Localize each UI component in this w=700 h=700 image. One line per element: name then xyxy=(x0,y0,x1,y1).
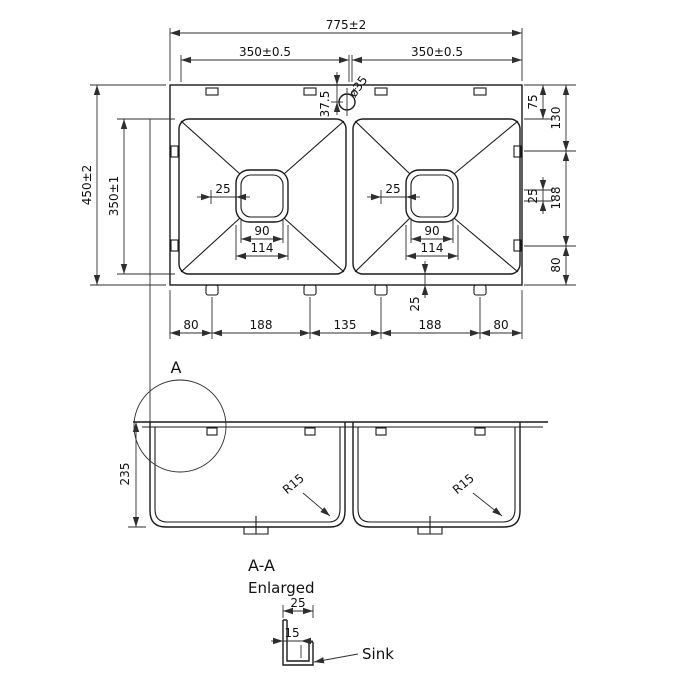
dim-bottom-rim-25: 25 xyxy=(408,261,429,312)
dim-bowl-right-25-label: 25 xyxy=(385,182,400,196)
detail-subtitle: Enlarged xyxy=(248,579,315,597)
dim-right-25-label: 25 xyxy=(526,188,540,203)
dim-bottom-135-label: 135 xyxy=(334,318,357,332)
dim-bottom-row: 80 188 135 188 80 xyxy=(169,290,523,339)
mounting-clips-right-edge xyxy=(513,145,522,252)
section-bowl-right-inner xyxy=(357,427,516,523)
sink-callout: Sink xyxy=(313,645,394,664)
rim-profile-outer xyxy=(282,620,314,666)
dim-bowl-depth-label: 350±1 xyxy=(107,176,121,217)
dim-bottom-80-right-label: 80 xyxy=(493,318,508,332)
radius-right-label: R15 xyxy=(450,471,477,497)
dim-flange-label: 25 xyxy=(290,596,305,610)
dim-bowl-widths: 350±0.5 350±0.5 xyxy=(180,45,522,82)
dim-overall-depth: 450±2 xyxy=(80,84,166,286)
dim-right-side: 75 130 188 25 80 xyxy=(524,84,576,286)
section-bowl-right-outer xyxy=(352,422,521,528)
section-bowl-left-outer xyxy=(149,422,346,528)
rim-profile-inner xyxy=(286,620,310,662)
dim-drain-left: 90 114 xyxy=(235,220,289,260)
detail-view: A-A Enlarged 25 15 Sink xyxy=(248,556,394,666)
top-view: 775±2 350±0.5 350±0.5 450±2 350±1 xyxy=(80,18,576,339)
dim-overall-width: 775±2 xyxy=(169,18,523,81)
drain-left xyxy=(235,169,289,223)
sink-rim-outline xyxy=(169,84,523,286)
detail-title: A-A xyxy=(248,556,275,575)
dim-drain-left-90-label: 90 xyxy=(254,224,269,238)
dim-bottom-188-right-label: 188 xyxy=(419,318,442,332)
mounting-tabs-bottom-edge xyxy=(205,284,487,296)
drain-right xyxy=(405,169,459,223)
dim-hole-diameter-label: ø35 xyxy=(346,73,370,100)
dim-right-188-label: 188 xyxy=(549,187,563,210)
mounting-clips-left-edge xyxy=(170,145,179,252)
dim-bowl-right-25: 25 xyxy=(367,182,420,204)
mounting-clips-top-edge xyxy=(205,87,487,96)
dim-bottom-80-left-label: 80 xyxy=(183,318,198,332)
dim-depth-label: 235 xyxy=(118,463,132,486)
dim-bowl-left-25: 25 xyxy=(197,182,250,204)
dim-detail-flange-25: 25 xyxy=(282,596,314,618)
dim-overall-depth-label: 450±2 xyxy=(80,165,94,206)
detail-marker-label: A xyxy=(171,358,182,377)
bowl-left-outline xyxy=(178,118,347,275)
dim-right-130-label: 130 xyxy=(549,107,563,130)
sink-label: Sink xyxy=(362,645,394,663)
dim-drain-right-90-label: 90 xyxy=(424,224,439,238)
radius-callout-right: R15 xyxy=(450,471,503,517)
dim-section-depth: 235 xyxy=(118,422,146,528)
dim-bottom-188-left-label: 188 xyxy=(250,318,273,332)
dim-drain-left-114-label: 114 xyxy=(251,241,274,255)
dim-right-80-label: 80 xyxy=(549,257,563,272)
bowl-left-corner-diagonals xyxy=(180,120,345,273)
dim-lip-label: 15 xyxy=(284,626,299,640)
dim-drain-right: 90 114 xyxy=(405,220,459,260)
section-drain-right xyxy=(417,516,443,535)
dim-right-75-label: 75 xyxy=(526,94,540,109)
bowl-right-outline xyxy=(352,118,521,275)
section-drain-left xyxy=(243,516,269,535)
dim-bottom-25-label: 25 xyxy=(408,296,422,311)
dim-bowl-depth: 350±1 xyxy=(107,118,175,275)
dim-drain-right-114-label: 114 xyxy=(421,241,444,255)
detail-callout-circle xyxy=(133,379,227,473)
dim-hole-offset-label: 37.5 xyxy=(318,91,332,118)
dim-bowl-width-right-label: 350±0.5 xyxy=(411,45,463,59)
radius-callout-left: R15 xyxy=(280,471,331,517)
dim-bowl-left-25-label: 25 xyxy=(215,182,230,196)
section-bowl-left-inner xyxy=(154,427,341,523)
bowl-right-corner-diagonals xyxy=(354,120,519,273)
dim-bowl-width-left-label: 350±0.5 xyxy=(239,45,291,59)
dim-overall-width-label: 775±2 xyxy=(326,18,367,32)
dim-detail-lip-15: 15 xyxy=(271,626,313,658)
radius-left-label: R15 xyxy=(280,471,307,497)
section-mounting-clips xyxy=(206,427,486,436)
